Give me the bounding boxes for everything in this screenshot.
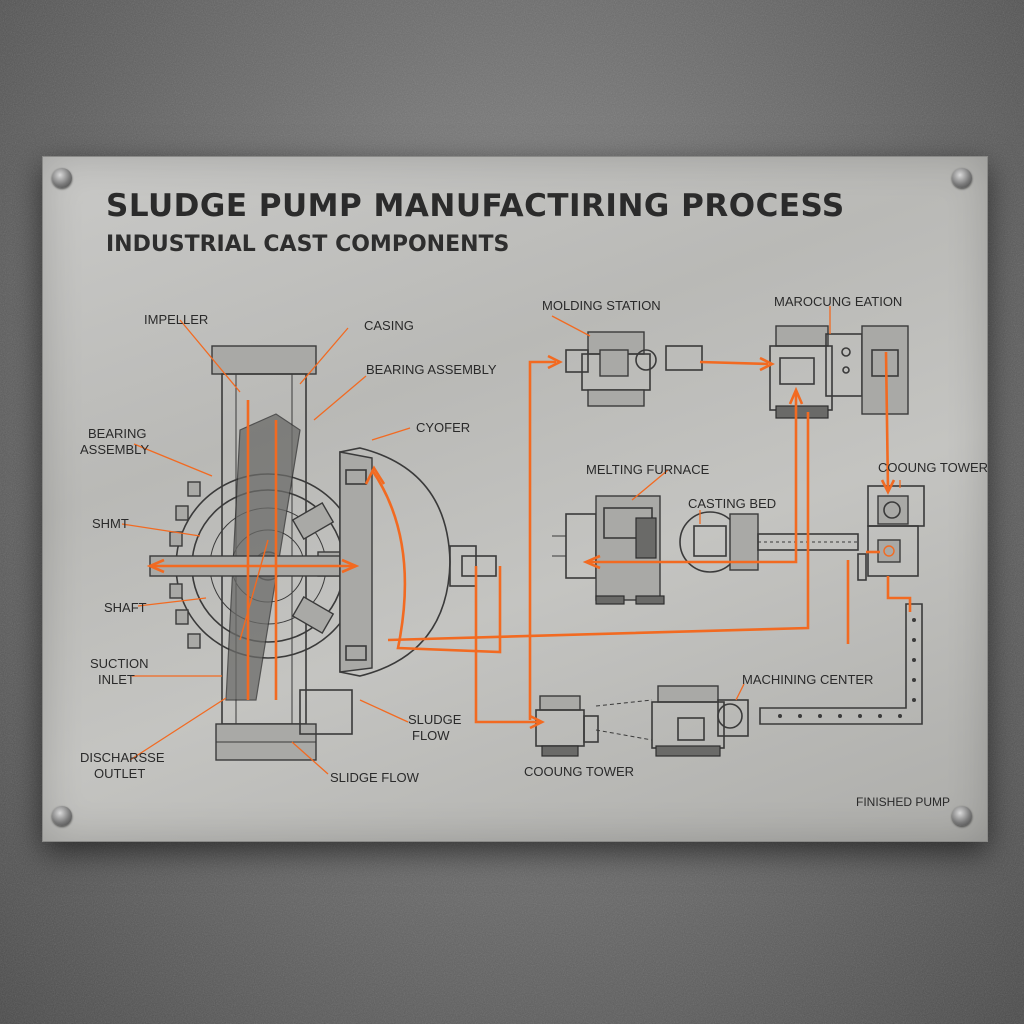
pump-cross-section [149, 345, 497, 761]
label-shaft-2: SHAFT [104, 600, 147, 615]
bolt-top-left [52, 168, 72, 188]
pump-labels: IMPELLER CASING BEARING ASSEMBLY BEARING… [80, 312, 497, 785]
label-cover: CYOFER [416, 420, 470, 435]
page-subtitle: INDUSTRIAL CAST COMPONENTS [106, 232, 510, 257]
molding-station [565, 331, 703, 407]
label-discharge-outlet-2: OUTLET [94, 766, 145, 781]
label-casting-bed: CASTING BED [688, 496, 776, 511]
label-bearing-assembly-top: BEARING ASSEMBLY [366, 362, 497, 377]
label-discharge-outlet-1: DISCHARSSE [80, 750, 165, 765]
label-casing: CASING [364, 318, 414, 333]
pump-flow-arrows [146, 400, 502, 700]
pump-leaders [121, 319, 411, 775]
bolt-top-right [952, 168, 972, 188]
cooling-tower-bottom [535, 695, 599, 757]
bolt-bottom-left [52, 806, 72, 826]
label-bearing-assembly-left-2: ASSEMBLY [80, 442, 149, 457]
label-sludge-flow-right-1: SLUDGE [408, 712, 462, 727]
label-machining-center: MACHINING CENTER [742, 672, 873, 687]
process-labels: MOLDING STATION MAROCUNG EATION MELTING … [524, 294, 988, 809]
cooling-tower-right [857, 485, 925, 581]
label-bearing-assembly-left-1: BEARING [88, 426, 147, 441]
process-leaders [551, 306, 901, 701]
label-cooling-tower-right: COOUNG TOWER [878, 460, 988, 475]
label-suction-inlet-2: INLET [98, 672, 135, 687]
label-suction-inlet-1: SUCTION [90, 656, 149, 671]
label-cooling-tower-bottom: COOUNG TOWER [524, 764, 634, 779]
page-title: SLUDGE PUMP MANUFACTIRING PROCESS [106, 188, 845, 224]
label-finished-pump: FINISHED PUMP [856, 795, 950, 809]
label-sludge-flow-bottom: SLIDGE FLOW [330, 770, 420, 785]
metal-plate [42, 156, 988, 842]
melting-furnace [552, 495, 665, 605]
label-sludge-flow-right-2: FLOW [412, 728, 450, 743]
label-shaft-1: SHMT [92, 516, 129, 531]
bolt-bottom-right [952, 806, 972, 826]
conveyor-chain [759, 603, 923, 725]
label-molding-station: MOLDING STATION [542, 298, 661, 313]
label-melting-furnace: MELTING FURNACE [586, 462, 710, 477]
process-flow-arrows [387, 351, 912, 730]
label-marking-station: MAROCUNG EATION [774, 294, 902, 309]
machining-center [595, 685, 749, 757]
label-impeller: IMPELLER [144, 312, 208, 327]
